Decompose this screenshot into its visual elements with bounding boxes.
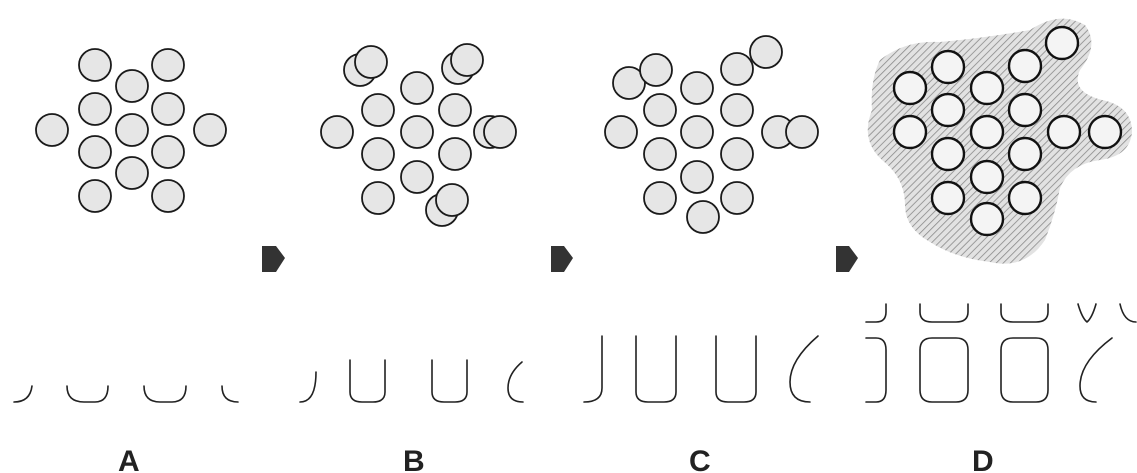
particle-cluster-a xyxy=(36,49,226,212)
panel-d: D xyxy=(866,19,1136,473)
particle-cluster-c xyxy=(605,36,818,233)
panel-label-b: B xyxy=(403,445,425,473)
arrow-right-icon xyxy=(551,246,573,272)
neck-profile-c xyxy=(584,336,818,402)
neck-profile-d xyxy=(866,304,1136,402)
panel-label-a: A xyxy=(118,445,140,473)
particle-cluster-b xyxy=(321,44,516,226)
arrow-right-icon xyxy=(836,246,858,272)
neck-profile-a xyxy=(14,386,238,402)
panel-a: A xyxy=(14,49,238,473)
panel-c: C xyxy=(584,36,818,473)
panel-b: B xyxy=(300,44,523,473)
arrow-right-icon xyxy=(262,246,285,272)
panel-label-d: D xyxy=(972,445,994,473)
neck-profile-b xyxy=(300,360,523,402)
panel-label-c: C xyxy=(689,445,711,473)
